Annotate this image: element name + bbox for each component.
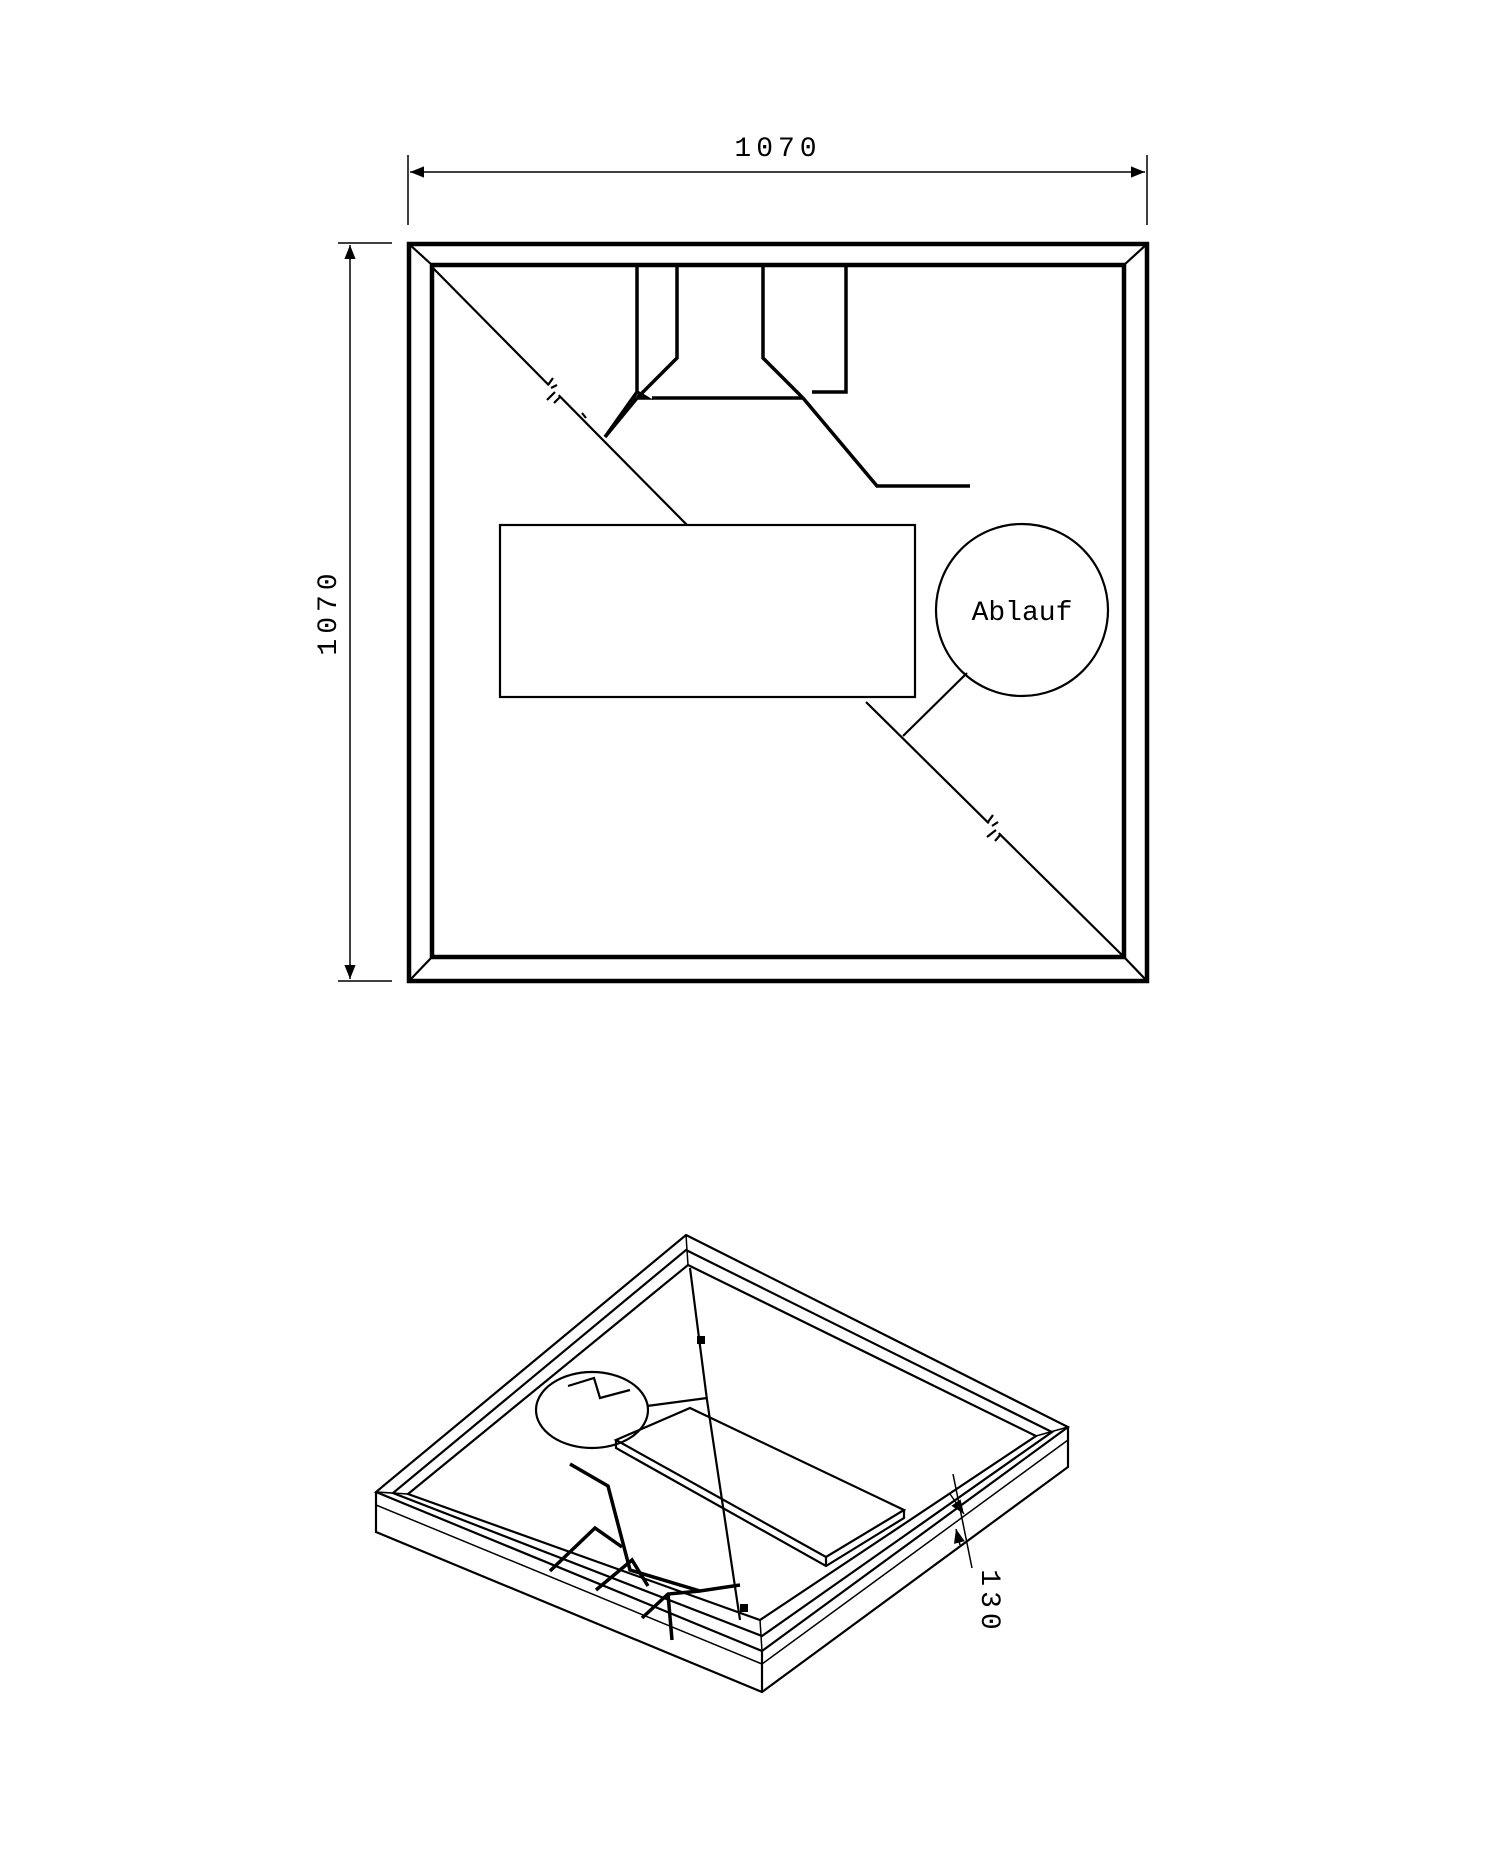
tray-outer-edge — [406, 241, 1150, 984]
iso-drain-opening — [534, 1370, 708, 1450]
iso-height-label: 130 — [973, 1569, 1004, 1634]
iso-drain-channels — [548, 1462, 741, 1641]
iso-view: 130 — [373, 1233, 1071, 1694]
iso-rim-inner — [390, 1248, 1055, 1638]
ridge-break-mark-upper — [543, 377, 587, 419]
iso-diagonal-ridge — [688, 1267, 748, 1621]
drain-channels — [603, 267, 970, 488]
tray-inner-edge — [429, 262, 1127, 960]
iso-side-skirt — [374, 1427, 1070, 1694]
width-dimension: 1070 — [407, 134, 1148, 225]
iso-cover-plate — [613, 1406, 907, 1568]
height-dimension-label: 1070 — [314, 568, 345, 655]
width-dimension-label: 1070 — [734, 134, 821, 165]
ridge-break-mark-lower — [984, 814, 1004, 842]
drain-outlet: Ablauf — [902, 522, 1110, 737]
drain-label: Ablauf — [972, 598, 1073, 629]
iso-basin-edge — [405, 1263, 1039, 1622]
top-view: 1070 1070 — [314, 134, 1150, 984]
drain-cover-plate — [498, 523, 917, 699]
iso-height-dimension: 130 — [949, 1473, 1004, 1635]
height-dimension: 1070 — [314, 242, 392, 982]
